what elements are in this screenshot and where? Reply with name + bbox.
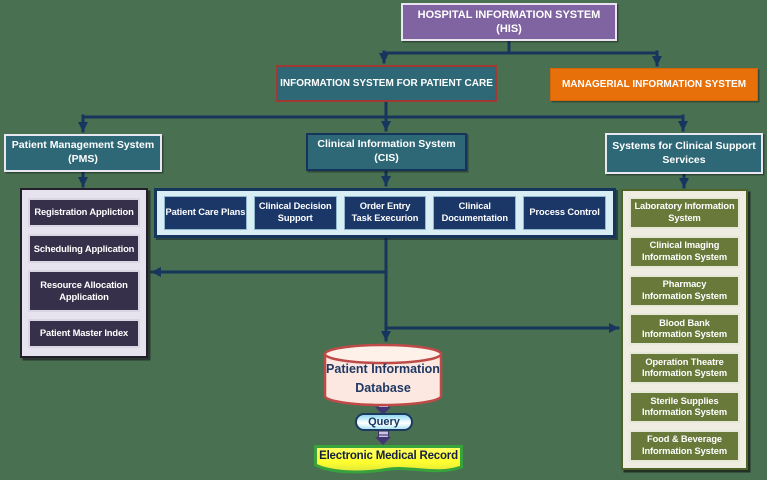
- emr-shape: [314, 445, 463, 474]
- query-pill: Query: [355, 413, 413, 431]
- cis-item: Clinical Decision Support: [253, 196, 337, 230]
- cis-item: Clinical Documentation: [433, 196, 517, 230]
- support-item: Food & Beverage Information System: [629, 429, 740, 462]
- emr-label: Electronic Medical Record: [319, 450, 458, 462]
- ispc-box: INFORMATION SYSTEM FOR PATIENT CARE: [276, 65, 497, 102]
- pms-item: Patient Master Index: [28, 318, 140, 348]
- cis-header: Clinical Information System (CIS): [306, 133, 467, 171]
- his-box: HOSPITAL INFORMATION SYSTEM (HIS): [401, 3, 617, 41]
- database-label: Patient Information Database: [326, 362, 440, 396]
- support-item: Operation Theatre Information System: [629, 352, 740, 385]
- support-item: Laboratory Information System: [629, 197, 740, 229]
- support-item: Sterile Supplies Information System: [629, 391, 740, 424]
- cis-item: Patient Care Plans: [164, 196, 247, 230]
- pms-item: Resource Allocation Application: [28, 270, 140, 312]
- mis-box: MANAGERIAL INFORMATION SYSTEM: [550, 68, 758, 101]
- support-item: Pharmacy Information System: [629, 274, 740, 307]
- pms-item: Registration Appliction: [28, 198, 140, 228]
- pms-header: Patient Management System (PMS): [4, 134, 162, 172]
- cylinder-shape: [323, 343, 443, 407]
- pms-item: Scheduling Application: [28, 234, 140, 264]
- flow-arrowhead-query-emr: [375, 437, 391, 445]
- support-item: Clinical Imaging Information System: [629, 235, 740, 268]
- support-item: Blood Bank Information System: [629, 313, 740, 346]
- scss-header: Systems for Clinical Support Services: [605, 133, 763, 174]
- flow-arrowhead-db-query: [375, 407, 391, 415]
- cis-item: Order Entry Task Execurion: [343, 196, 427, 230]
- database-cylinder: Patient Information Database: [323, 343, 443, 407]
- cis-container: Patient Care Plans Clinical Decision Sup…: [154, 188, 616, 238]
- cis-item: Process Control: [523, 196, 606, 230]
- support-container: Laboratory Information System Clinical I…: [621, 189, 748, 470]
- flow-arrow-query-emr: [378, 429, 389, 438]
- pms-container: Registration Appliction Scheduling Appli…: [20, 188, 148, 358]
- emr-wave: Electronic Medical Record: [313, 444, 464, 477]
